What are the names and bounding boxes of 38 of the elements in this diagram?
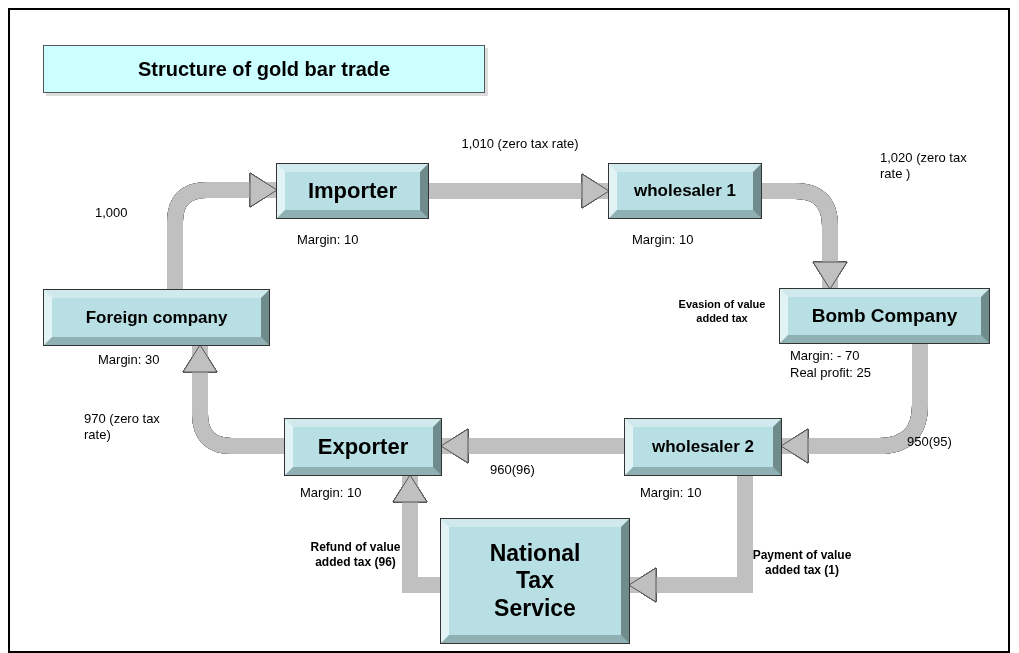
margin-note: Real profit: 25 (790, 365, 872, 382)
block-arrow (628, 475, 753, 603)
entity-box (780, 289, 989, 343)
edge-label: 1,020 (zero tax rate ) (880, 150, 968, 183)
margin-note: Margin: - 70 (790, 348, 861, 365)
block-arrow (428, 173, 610, 209)
block-arrow (780, 343, 928, 464)
entity-box (44, 290, 269, 345)
margin-note: Margin: 10 (640, 485, 703, 502)
entity-name: National Tax Service (488, 539, 582, 623)
annotation: Evasion of value added tax (677, 298, 767, 326)
entity-box (441, 519, 629, 643)
entity-name: Foreign company (85, 307, 228, 328)
entity-name: Bomb Company (811, 305, 958, 327)
title-banner: Structure of gold bar trade (43, 45, 485, 93)
block-arrow (182, 344, 285, 454)
margin-note: Margin: 10 (632, 232, 695, 249)
block-arrow (392, 474, 441, 593)
entity-box (277, 164, 428, 218)
entity-box (609, 164, 761, 218)
edge-label: Refund of value added tax (96) (309, 540, 402, 570)
edge-label: Payment of value added tax (1) (752, 548, 852, 578)
edge-label: 950(95) (907, 434, 953, 451)
block-arrow (440, 428, 625, 464)
entity-name: Importer (307, 178, 398, 204)
entity-box (285, 419, 441, 475)
margin-note: Margin: 10 (297, 232, 360, 249)
entity-name: Exporter (317, 434, 409, 460)
entity-box (625, 419, 781, 475)
edge-label: 1,010 (zero tax rate) (460, 136, 580, 153)
margin-note: Margin: 30 (98, 352, 161, 369)
margin-note: Margin: 10 (300, 485, 363, 502)
edge-label: 960(96) (490, 462, 536, 479)
entity-name: wholesaler 2 (651, 437, 755, 457)
edge-label: 970 (zero tax rate) (84, 411, 161, 444)
entity-name: wholesaler 1 (633, 181, 737, 201)
block-arrow (167, 172, 278, 290)
edge-label: 1,000 (95, 205, 129, 222)
